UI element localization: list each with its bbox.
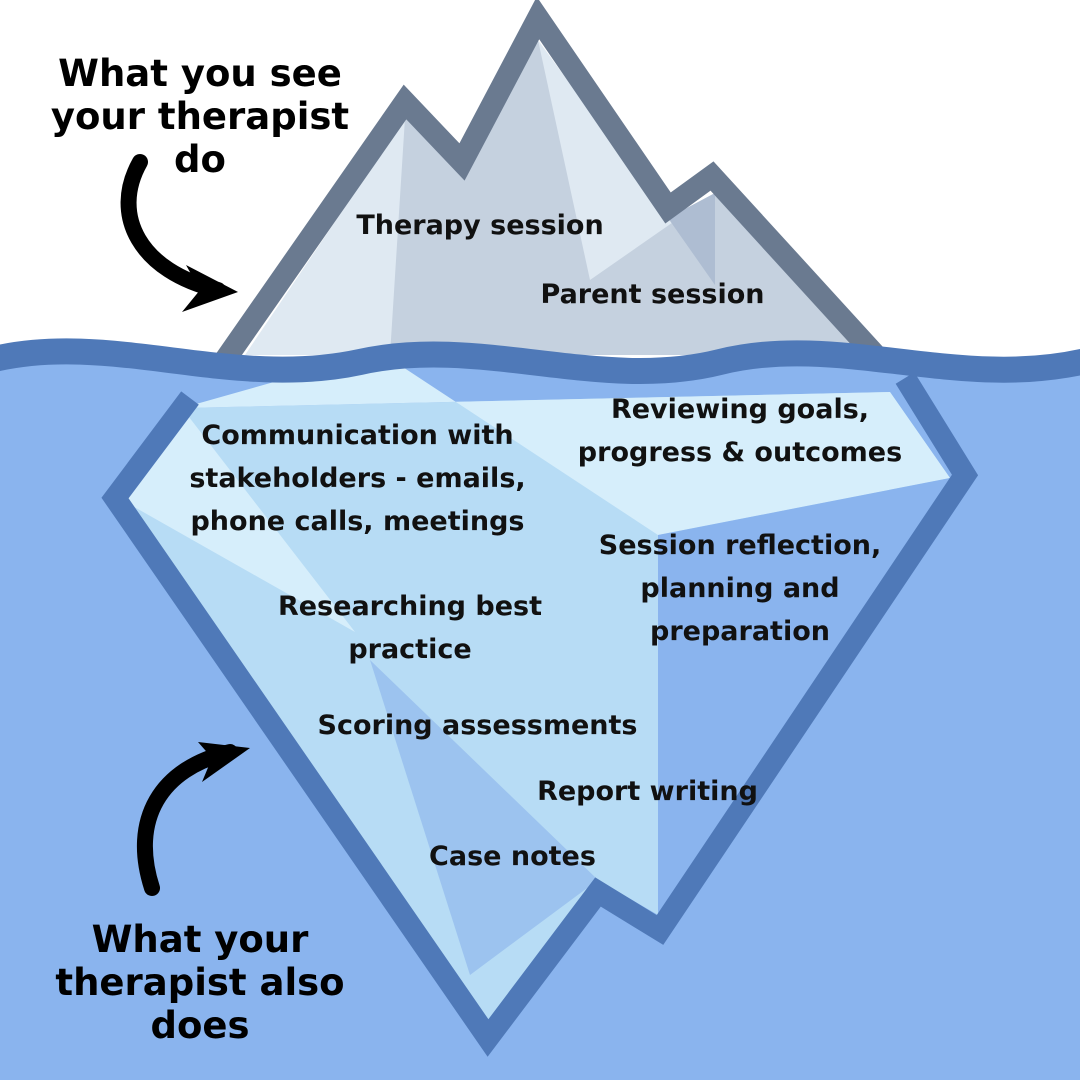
caption-visible-work: What you see your therapist do (20, 52, 380, 181)
item-case-notes: Case notes (410, 835, 615, 878)
item-therapy-session: Therapy session (330, 204, 630, 247)
item-parent-session: Parent session (505, 273, 800, 316)
item-scoring-assessments: Scoring assessments (300, 704, 655, 747)
item-researching: Researching best practice (255, 585, 565, 671)
caption-hidden-work: What your therapist also does (20, 918, 380, 1047)
item-session-reflection: Session reflection, planning and prepara… (580, 524, 900, 653)
item-communication: Communication with stakeholders - emails… (170, 414, 545, 543)
item-report-writing: Report writing (520, 770, 775, 813)
water-line (0, 351, 1080, 371)
arrow-down-right-icon (129, 162, 218, 290)
item-reviewing-goals: Reviewing goals, progress & outcomes (560, 388, 920, 474)
